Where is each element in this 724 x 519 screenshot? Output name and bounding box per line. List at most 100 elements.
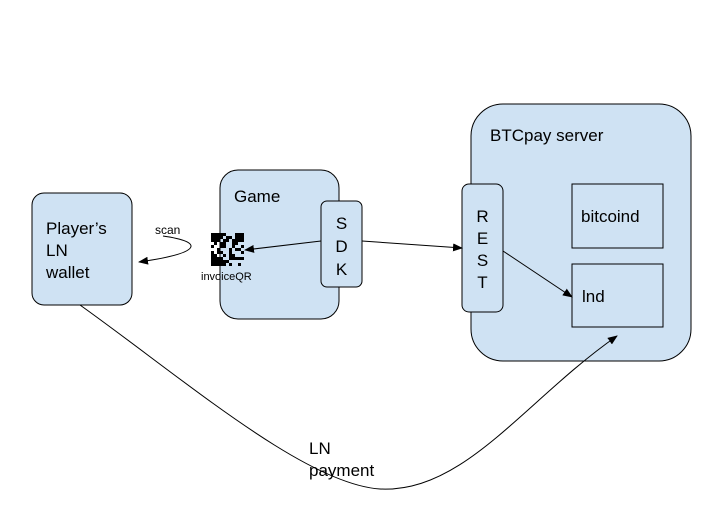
qr-module xyxy=(223,254,226,257)
qr-module xyxy=(235,248,238,251)
qr-module xyxy=(211,254,214,257)
qr-module xyxy=(235,236,238,239)
qr-module xyxy=(220,260,223,263)
qr-module xyxy=(220,236,223,239)
ln-payment-label-line: payment xyxy=(309,461,374,480)
qr-module xyxy=(235,239,238,242)
qr-module xyxy=(229,236,232,239)
qr-module xyxy=(220,251,223,254)
sdk-letter: S xyxy=(336,214,347,233)
invoice-qr-label: invoiceQR xyxy=(201,271,252,283)
qr-module xyxy=(223,239,226,242)
bitcoind-node: bitcoind xyxy=(571,183,664,249)
qr-module xyxy=(220,233,223,236)
qr-module xyxy=(220,257,223,260)
qr-module xyxy=(241,251,244,254)
qr-module xyxy=(220,242,223,245)
qr-module xyxy=(235,233,238,236)
qr-module xyxy=(211,263,214,266)
qr-module xyxy=(238,236,241,239)
qr-module xyxy=(226,239,229,242)
qr-module xyxy=(229,263,232,266)
qr-module xyxy=(211,257,214,260)
qr-module xyxy=(220,245,223,248)
sdk-to-qr-arrow xyxy=(244,240,322,253)
rest-letter: R xyxy=(476,207,488,226)
qr-module xyxy=(214,239,217,242)
qr-module xyxy=(232,257,235,260)
qr-module xyxy=(241,257,244,260)
qr-module xyxy=(223,263,226,266)
sdk-letter: K xyxy=(336,260,348,279)
rest-letter: E xyxy=(477,229,488,248)
qr-module xyxy=(211,245,214,248)
ln-payment-label-line: LN xyxy=(309,439,331,458)
qr-module xyxy=(241,245,244,248)
qr-module xyxy=(223,260,226,263)
qr-module xyxy=(217,236,220,239)
lnd-label: lnd xyxy=(582,287,605,306)
qr-module xyxy=(217,260,220,263)
rest-to-lnd-arrow xyxy=(502,250,573,298)
sdk-to-rest-arrow xyxy=(361,240,463,252)
qr-module xyxy=(232,239,235,242)
qr-module xyxy=(223,242,226,245)
scan-label: scan xyxy=(155,223,180,237)
qr-module xyxy=(217,239,220,242)
qr-module xyxy=(226,236,229,239)
game-node: Game xyxy=(219,169,340,320)
qr-module xyxy=(232,254,235,257)
qr-module xyxy=(214,260,217,263)
qr-module xyxy=(214,242,217,245)
bitcoind-label: bitcoind xyxy=(581,207,640,226)
qr-module xyxy=(211,239,214,242)
qr-module xyxy=(232,245,235,248)
qr-module xyxy=(235,242,238,245)
qr-module xyxy=(214,236,217,239)
wallet-label-line: Player’s xyxy=(46,219,107,238)
qr-module xyxy=(223,245,226,248)
qr-module xyxy=(229,248,232,251)
qr-module xyxy=(214,233,217,236)
qr-module xyxy=(238,248,241,251)
qr-module xyxy=(211,236,214,239)
qr-module xyxy=(214,254,217,257)
qr-module xyxy=(223,233,226,236)
rest-letter: T xyxy=(477,273,487,292)
qr-module xyxy=(211,260,214,263)
rest-node: R E S T xyxy=(461,183,504,313)
ln-payment-arrow xyxy=(79,304,618,490)
qr-module xyxy=(217,248,220,251)
invoice-qr-icon xyxy=(211,233,244,266)
qr-module xyxy=(226,260,229,263)
qr-module xyxy=(220,263,223,266)
btcpay-server-label: BTCpay server xyxy=(490,126,604,145)
qr-module xyxy=(238,233,241,236)
wallet-label-line: wallet xyxy=(45,263,90,282)
qr-module xyxy=(238,257,241,260)
qr-module xyxy=(238,239,241,242)
qr-module xyxy=(241,236,244,239)
lnd-node: lnd xyxy=(571,263,664,328)
qr-module xyxy=(229,257,232,260)
qr-module xyxy=(241,239,244,242)
scan-arrow xyxy=(138,235,192,265)
qr-module xyxy=(211,251,214,254)
qr-module xyxy=(217,251,220,254)
player-wallet-node: Player’s LN wallet xyxy=(31,192,133,306)
sdk-node: S D K xyxy=(320,200,363,288)
qr-module xyxy=(238,263,241,266)
sdk-letter: D xyxy=(335,237,347,256)
qr-module xyxy=(214,257,217,260)
qr-module xyxy=(217,233,220,236)
qr-module xyxy=(211,233,214,236)
qr-module xyxy=(241,233,244,236)
qr-module xyxy=(217,263,220,266)
qr-module xyxy=(232,242,235,245)
qr-module xyxy=(235,257,238,260)
qr-module xyxy=(229,251,232,254)
qr-module xyxy=(217,257,220,260)
rest-letter: S xyxy=(477,251,488,270)
wallet-label-line: LN xyxy=(46,241,68,260)
